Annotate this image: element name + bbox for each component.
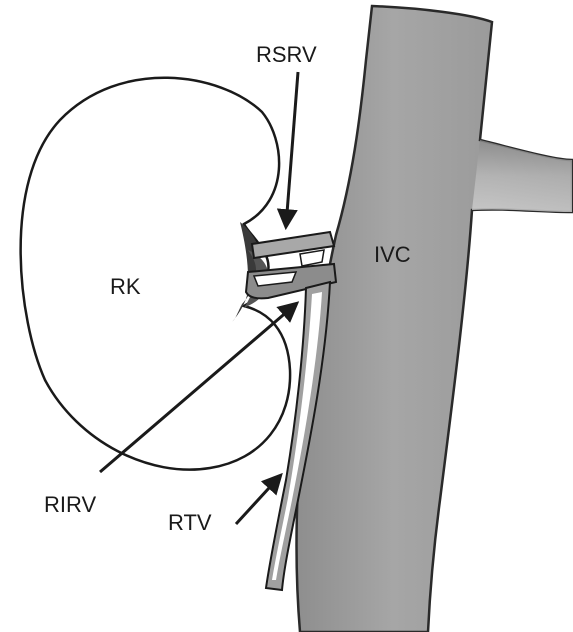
ivc-branch-shading <box>472 140 572 212</box>
label-rtv: RTV <box>168 510 212 535</box>
superior-renal-vein-lumen <box>300 250 324 266</box>
rsrv-arrow <box>286 72 298 226</box>
label-rk: RK <box>110 274 141 299</box>
label-ivc: IVC <box>374 242 411 267</box>
rtv-arrow <box>236 476 280 524</box>
label-rirv: RIRV <box>44 492 96 517</box>
label-rsrv: RSRV <box>256 42 317 67</box>
ivc-shape <box>297 6 572 632</box>
